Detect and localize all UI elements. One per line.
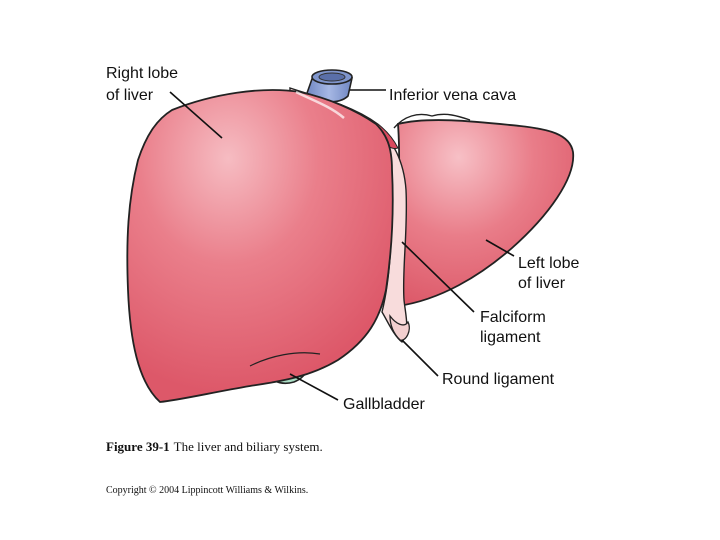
label-right-lobe: Right lobe of liver xyxy=(106,65,183,104)
label-gallbladder: Gallbladder xyxy=(343,396,426,413)
right-lobe xyxy=(126,89,394,403)
leader-falciform xyxy=(401,241,475,313)
label-falciform: Falciform ligament xyxy=(480,309,550,346)
leader-round-ligament xyxy=(401,339,439,377)
leader-gallbladder xyxy=(289,373,339,401)
leader-right-lobe xyxy=(169,91,223,139)
figure-number: Figure 39-1 xyxy=(106,439,170,454)
label-round-ligament: Round ligament xyxy=(442,371,555,388)
copyright-notice: Copyright © 2004 Lippincott Williams & W… xyxy=(106,485,309,496)
label-ivc: Inferior vena cava xyxy=(389,87,516,104)
label-left-lobe: Left lobe of liver xyxy=(518,255,584,292)
leader-left-lobe xyxy=(485,239,515,257)
right-lobe-upper-edge xyxy=(295,90,345,119)
round-ligament xyxy=(389,314,410,341)
figure-caption-text: The liver and biliary system. xyxy=(173,439,323,454)
left-lobe-cap xyxy=(393,113,471,129)
right-lobe-fold xyxy=(249,352,321,367)
